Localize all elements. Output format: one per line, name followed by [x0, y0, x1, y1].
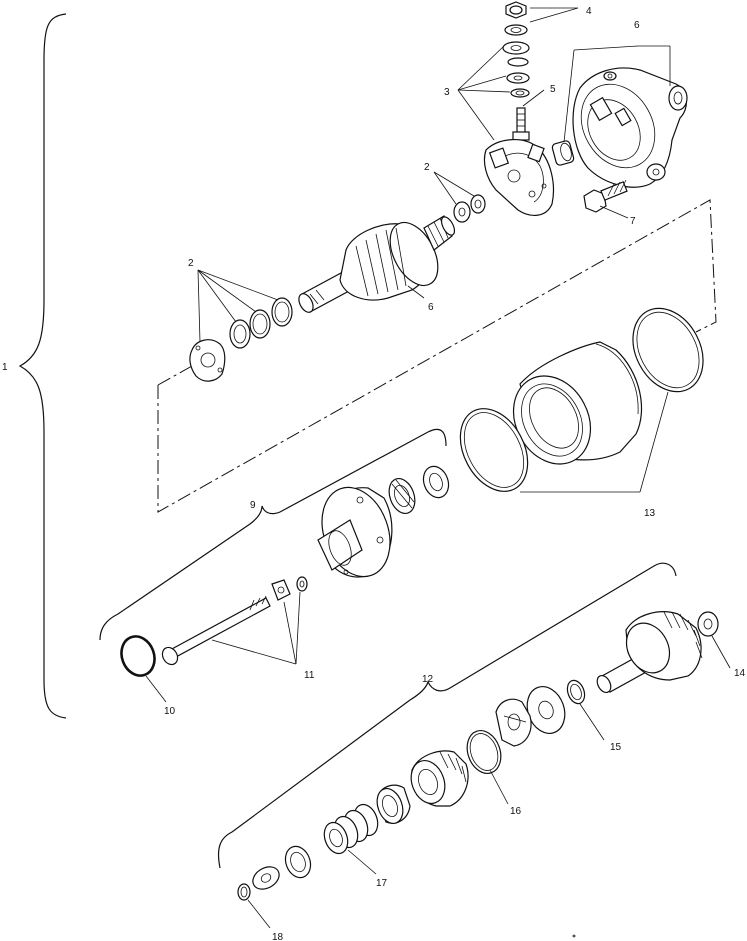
brush-plate [483, 139, 555, 216]
leader-2e [197, 269, 257, 313]
assembly-guide-line [157, 199, 717, 513]
pinion-gear [410, 750, 469, 807]
snap-ring-part-15 [566, 679, 586, 705]
callout-8-armature: 6 [428, 302, 434, 313]
washer-part-11 [271, 576, 308, 601]
callout-3: 3 [444, 87, 450, 98]
leader-2f [197, 269, 279, 301]
callout-7: 7 [630, 216, 636, 227]
terminal-bolt-part-5 [512, 107, 530, 141]
o-ring-part-10 [120, 635, 156, 677]
leader-3b [457, 75, 507, 91]
leader-4b [529, 7, 579, 23]
pinion-shaft-part-14 [596, 611, 719, 694]
callout-6-housing: 6 [634, 20, 640, 31]
dot-mark [572, 934, 576, 938]
split-collar [495, 698, 532, 747]
leader-8 [407, 285, 425, 299]
leader-16 [489, 769, 509, 805]
assembly-brace [18, 13, 67, 719]
leader-18 [247, 899, 271, 929]
bearing-seal [422, 465, 450, 499]
leader-2d [197, 269, 237, 323]
bushing [551, 140, 575, 166]
sleeve [376, 784, 411, 825]
armature-part-8 [298, 215, 456, 313]
callout-1: 1 [2, 362, 8, 373]
callout-11: 11 [304, 670, 315, 681]
callout-5: 5 [550, 84, 556, 95]
callout-10: 10 [164, 706, 176, 717]
callout-2-upper: 2 [424, 162, 430, 173]
callout-4: 4 [586, 6, 592, 17]
leader-2a [433, 171, 457, 205]
leader-13b [639, 391, 669, 493]
callout-13: 13 [644, 508, 656, 519]
callout-15: 15 [610, 742, 622, 753]
circlip-part-18 [237, 883, 251, 901]
washers-part-2-left [189, 297, 293, 382]
nut-stack-part-4 [502, 1, 530, 98]
callout-16: 16 [510, 806, 522, 817]
leader-6a [573, 45, 639, 51]
callout-17: 17 [376, 878, 388, 889]
callout-14: 14 [734, 668, 746, 679]
guide-line-segment [157, 365, 193, 386]
spring-part-17 [323, 803, 379, 855]
leader-14 [711, 635, 731, 669]
needle-bearing [388, 477, 416, 515]
leader-5 [522, 89, 545, 107]
spring-collar [284, 845, 312, 879]
callout-18: 18 [272, 932, 284, 941]
drive-housing-part-9 [317, 486, 393, 578]
leader-6c [563, 49, 575, 143]
leader-3c [457, 89, 511, 93]
leader-2c [197, 269, 201, 343]
screw-part-7 [583, 179, 628, 213]
leader-10 [145, 675, 167, 703]
yoke-part-13 [512, 341, 643, 465]
o-ring-lower [459, 408, 529, 492]
stopper-washer [252, 866, 280, 890]
washers-part-2-upper [453, 194, 486, 223]
end-housing-part-6 [572, 67, 688, 188]
leader-3a [457, 45, 505, 91]
leader-3d [457, 89, 495, 141]
through-bolt-part-11 [161, 595, 271, 666]
leader-15 [579, 703, 605, 741]
leader-17 [347, 849, 377, 875]
bracket-9 [99, 428, 447, 641]
leader-11c [295, 591, 301, 665]
leader-2b [433, 171, 475, 197]
o-ring-upper [632, 307, 704, 393]
leader-11a [211, 639, 297, 665]
callout-9: 9 [250, 500, 256, 511]
bracket-12 [217, 562, 677, 869]
callout-12: 12 [422, 674, 434, 685]
leader-11b [283, 601, 297, 665]
callout-2-left: 2 [188, 258, 194, 269]
leader-7 [599, 205, 629, 219]
ring-part-16 [466, 730, 502, 774]
